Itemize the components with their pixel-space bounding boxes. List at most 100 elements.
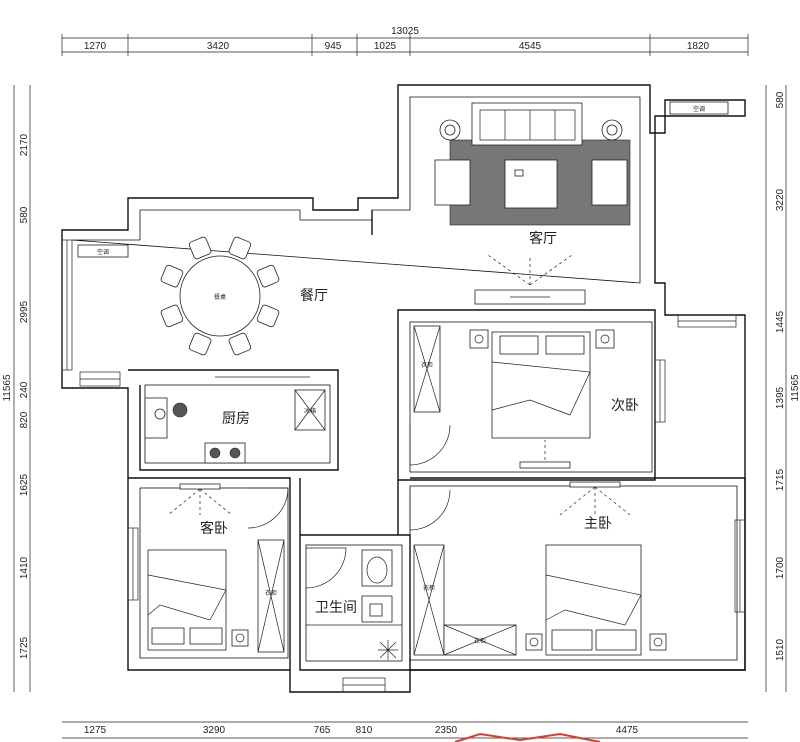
right-dimension-6: 1700 [775,556,786,579]
left-dimension-8: 1725 [19,636,30,659]
nightstand-master-right [649,633,667,651]
watermark-stroke [454,732,601,742]
balcony-ac-unit [669,101,729,115]
living-room: 客厅 [434,102,631,305]
master-bedroom-label: 主卧 [584,516,612,532]
tv-master [569,481,621,488]
left-dimension-1: 2170 [19,133,30,156]
left-dimension-3: 2995 [19,300,30,323]
kitchen-chair [172,402,188,418]
left-dimension-2: 580 [19,206,30,223]
left-dimension-7: 1410 [19,556,30,579]
left-total-dimension: 11565 [2,374,13,402]
dining-chair [228,236,252,260]
guest-bedroom-label: 客卧 [200,520,228,537]
right-dimension-1: 580 [775,91,786,108]
dining-chair [188,332,212,356]
sofa [471,102,583,146]
armchair-right [591,159,628,206]
left-dimension-4: 240 [19,381,30,398]
bottom-dimension-4: 810 [356,725,373,736]
top-dimension-1: 1270 [84,41,107,52]
bathroom-inner-wall [305,544,403,662]
right-dimension-2: 3220 [775,188,786,211]
top-total-dimension: 13025 [391,26,419,37]
dresser-master-label: 衣柜 [474,637,486,645]
tv-guest [179,483,221,490]
second-bedroom-label: 次卧 [611,398,639,414]
bottom-dimension-2: 3290 [203,725,226,736]
second-bedroom-door [409,424,451,466]
fridge-label: 冰箱 [304,407,316,415]
right-dimension-4: 1395 [775,386,786,409]
right-dimension-chain: 11565 580 3220 1445 1395 1715 1700 1510 [765,85,800,692]
bathroom: 卫生间 [306,549,402,660]
dining-ac-unit [77,244,129,258]
wardrobe-second-label: 衣柜 [421,361,433,369]
bottom-dimension-3: 765 [314,725,331,736]
dining-table [179,255,261,337]
dining-room: 空调 餐桌 餐厅 [77,236,328,356]
bathroom-sink [361,549,393,587]
left-dimension-5: 820 [19,411,30,428]
top-dimension-2: 3420 [207,41,230,52]
kitchen: 冰箱 厨房 [144,376,326,464]
balcony-ac: 空调 [669,101,729,115]
balcony-ac-label: 空调 [693,105,705,113]
right-dimension-3: 1445 [775,310,786,333]
bathroom-label: 卫生间 [315,600,357,616]
nightstand-second-left [469,329,489,349]
second-bedroom-wall [397,309,656,481]
wardrobe-master-label: 衣柜 [423,584,435,592]
top-dimension-3: 945 [325,41,342,52]
tv-second [519,461,571,469]
nightstand-guest [231,629,249,647]
top-dimension-5: 4545 [519,41,542,52]
guest-bedroom: 衣柜 客卧 [147,483,285,653]
second-bedroom-inner-wall [409,321,653,473]
sink [144,397,168,439]
bottom-dimension-1: 1275 [84,725,107,736]
right-total-dimension: 11565 [790,374,800,402]
master-bedroom-door [409,489,451,531]
wardrobe-guest-label: 衣柜 [265,589,277,597]
kitchen-wall [128,369,339,471]
nightstand-second-right [595,329,615,349]
doors [247,424,451,589]
second-bedroom: 衣柜 次卧 [413,325,639,469]
dining-table-label: 餐桌 [214,293,226,301]
windows [61,239,746,693]
dining-chair [160,264,184,288]
kitchen-label: 厨房 [222,411,250,427]
outer-wall [61,84,746,693]
toilet [361,595,393,623]
dining-room-label: 餐厅 [300,288,328,304]
right-dimension-5: 1715 [775,468,786,491]
dining-chair [188,236,212,260]
bottom-dimension-chain: 1275 3290 765 810 2350 4475 [62,721,748,739]
living-room-label: 客厅 [529,230,557,247]
left-dimension-6: 1625 [19,473,30,496]
guest-bedroom-door [247,487,289,529]
dining-chair [256,264,280,288]
dining-chairs [160,236,280,356]
bottom-dimension-5: 2350 [435,725,458,736]
bathroom-door [305,547,347,589]
left-dimension-chain: 11565 2170 580 2995 240 820 1625 1410 17… [2,85,31,692]
dining-chair [160,304,184,328]
dining-chair [256,304,280,328]
coffee-table [504,159,558,209]
top-dimension-chain: 13025 1270 3420 945 1025 4545 1820 [61,26,749,56]
guest-bedroom-wall [128,477,291,670]
top-dimension-6: 1820 [687,41,710,52]
top-dimension-4: 1025 [374,41,397,52]
dining-ac-label: 空调 [97,248,109,256]
armchair-left [434,159,471,206]
right-dimension-7: 1510 [775,638,786,661]
floor-drain [378,640,398,660]
dining-chair [228,332,252,356]
bottom-dimension-6: 4475 [616,725,639,736]
nightstand-master-left [525,633,543,651]
master-bedroom: 衣柜 衣柜 主卧 [413,481,667,656]
